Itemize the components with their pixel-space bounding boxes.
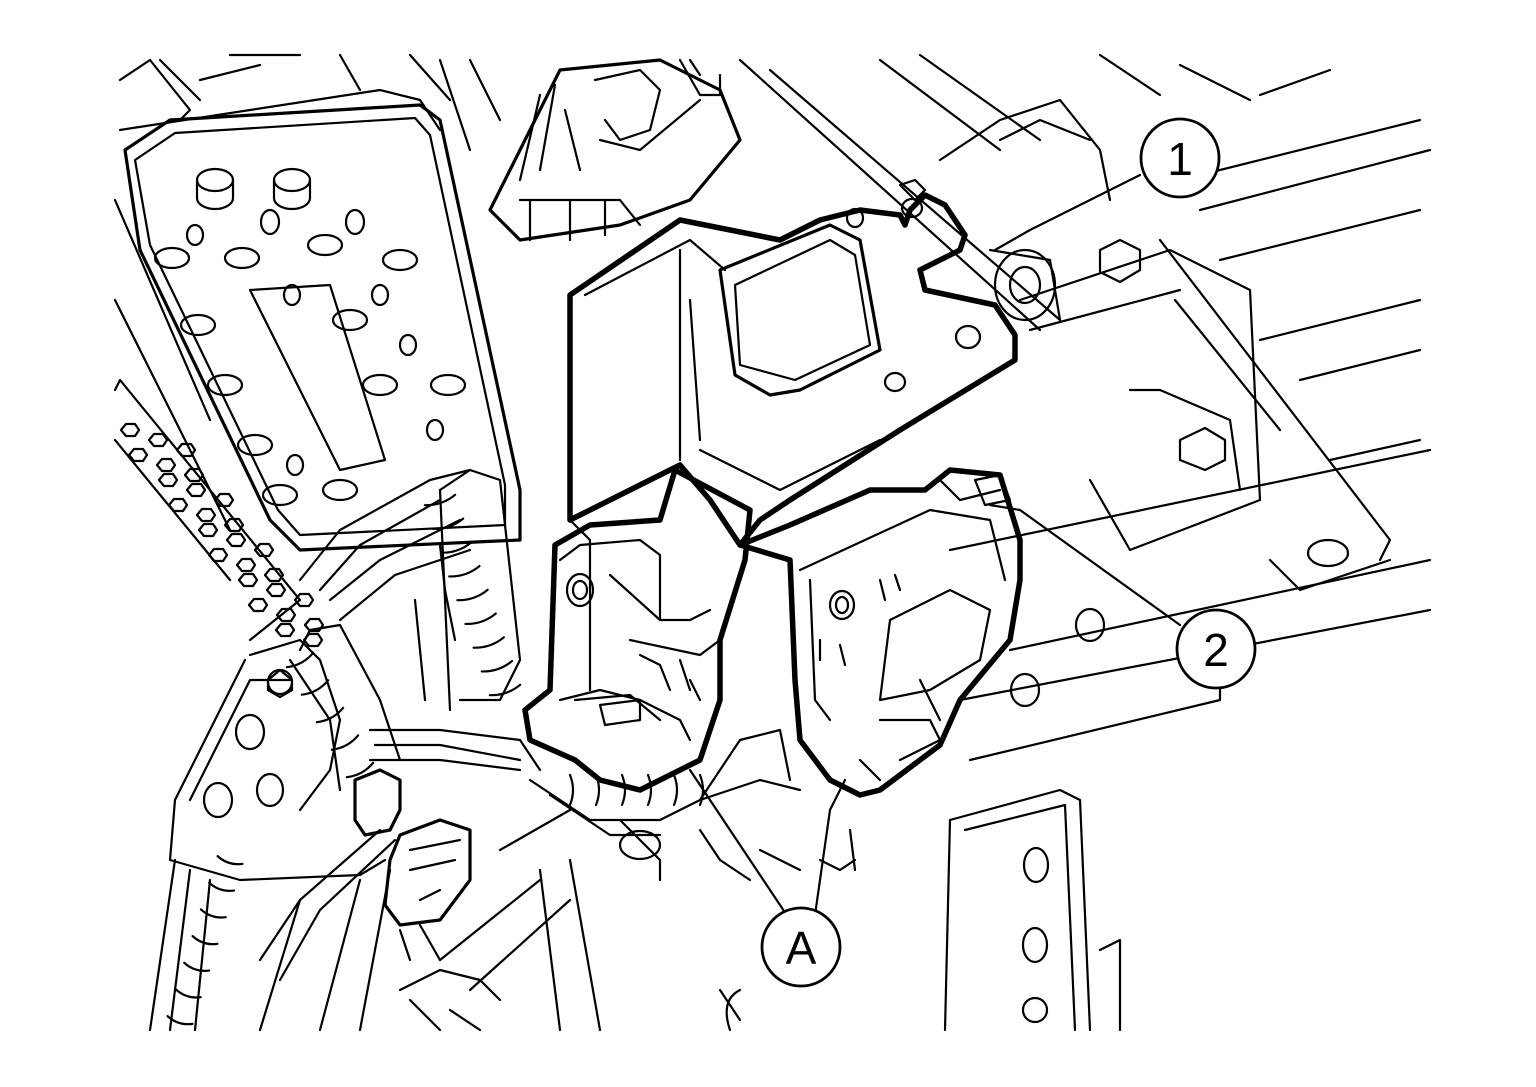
grille-hole [265, 582, 287, 598]
spiral-wrap-band [315, 706, 345, 724]
spiral-wrap-band [472, 636, 505, 649]
grille-hole [263, 567, 285, 583]
grille-hole [223, 517, 245, 533]
spiral-wrap-band [456, 588, 489, 602]
grille-hole [197, 522, 219, 538]
spiral-wrap-band [166, 1015, 194, 1026]
spiral-wrap-band [646, 773, 653, 807]
callout-2-label: 2 [1203, 624, 1229, 676]
control-unit [567, 178, 1018, 548]
grille-hole [183, 467, 205, 483]
grille-hole [274, 622, 296, 638]
lower-left-bracket [148, 638, 857, 1032]
top-connector [438, 58, 742, 242]
grille-hole [119, 422, 141, 438]
perforated-grille [113, 378, 325, 648]
spiral-wrap-band [448, 564, 481, 578]
grille-hole [253, 542, 275, 558]
left-terminal-module [113, 53, 522, 552]
grille-hole [155, 457, 177, 473]
spiral-wrap-band [431, 517, 465, 531]
spiral-wrap-band [672, 773, 679, 807]
grille-hole [207, 547, 229, 563]
spiral-wrap-band [174, 988, 202, 999]
spiral-wrap-band [208, 881, 236, 892]
callout-2: 2 [1175, 608, 1257, 690]
grille-hole [247, 597, 269, 613]
spiral-wrap-band [216, 855, 244, 866]
spiral-wrap-band [440, 541, 473, 554]
terminal-studs [153, 167, 467, 507]
harness-connector-right [737, 467, 1023, 798]
background-structure [738, 53, 1432, 1032]
spiral-wrap-band [345, 761, 375, 779]
grille-hole [225, 532, 247, 548]
grille-hole [293, 592, 315, 608]
grille-hole [275, 607, 297, 623]
spiral-wrap-band [594, 773, 601, 807]
grille-hole [237, 572, 259, 588]
grille-hole [167, 497, 189, 513]
grille-hole [127, 447, 149, 463]
callout-1-label: 1 [1167, 133, 1193, 185]
grille-hole [235, 557, 257, 573]
spiral-wrap-band [488, 683, 522, 697]
spiral-wrap-band [183, 961, 211, 972]
harness-connector-left [522, 467, 753, 793]
grille-hole [185, 482, 207, 498]
callout-leaders [688, 173, 1182, 922]
grille-hole [147, 432, 169, 448]
grille-hole [175, 442, 197, 458]
grille-hole [157, 472, 179, 488]
spiral-wrap-band [199, 908, 227, 919]
spiral-wrap-band [480, 659, 514, 673]
spiral-wrap-band [620, 773, 627, 807]
callout-a-label: A [786, 922, 817, 974]
spiral-wrap-band [568, 773, 575, 807]
spiral-wrap-band [285, 651, 315, 669]
callout-a: A [760, 906, 842, 988]
spiral-wrap-band [423, 493, 457, 507]
callout-1: 1 [1139, 117, 1221, 199]
wiring-harness [166, 468, 802, 1026]
grille-hole [213, 492, 235, 508]
grille-hole [195, 507, 217, 523]
spiral-wrap-band [464, 612, 497, 626]
